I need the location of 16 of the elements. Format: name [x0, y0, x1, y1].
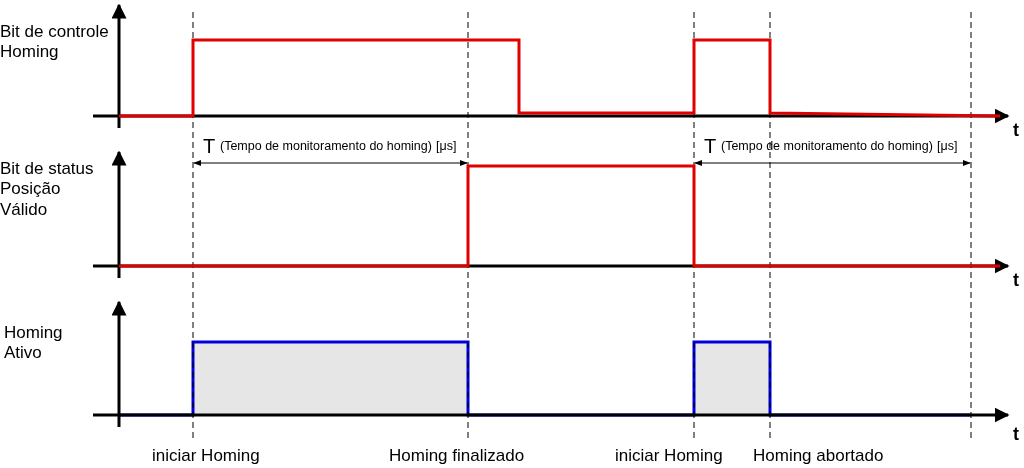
- unit-label: [μs]: [436, 139, 457, 154]
- signal-label: Homing Ativo: [4, 323, 64, 364]
- axis-label: t: [1013, 424, 1019, 446]
- dimension-label: (Tempo de monitoramento do homing): [721, 139, 933, 154]
- event-label: iniciar Homing: [615, 446, 723, 467]
- unit-label: [μs]: [937, 139, 958, 154]
- axis-label: t: [1013, 120, 1019, 142]
- signal-label: Bit de status Posição Válido: [0, 159, 95, 221]
- signal-label: Bit de controle Homing: [0, 22, 110, 63]
- event-label: iniciar Homing: [152, 446, 260, 467]
- event-label: Homing abortado: [753, 446, 884, 467]
- axis-label: t: [1013, 270, 1019, 292]
- event-label: Homing finalizado: [389, 446, 525, 467]
- time-symbol: T: [704, 134, 717, 158]
- dimension-label: (Tempo de monitoramento do homing): [220, 139, 432, 154]
- time-symbol: T: [203, 134, 216, 158]
